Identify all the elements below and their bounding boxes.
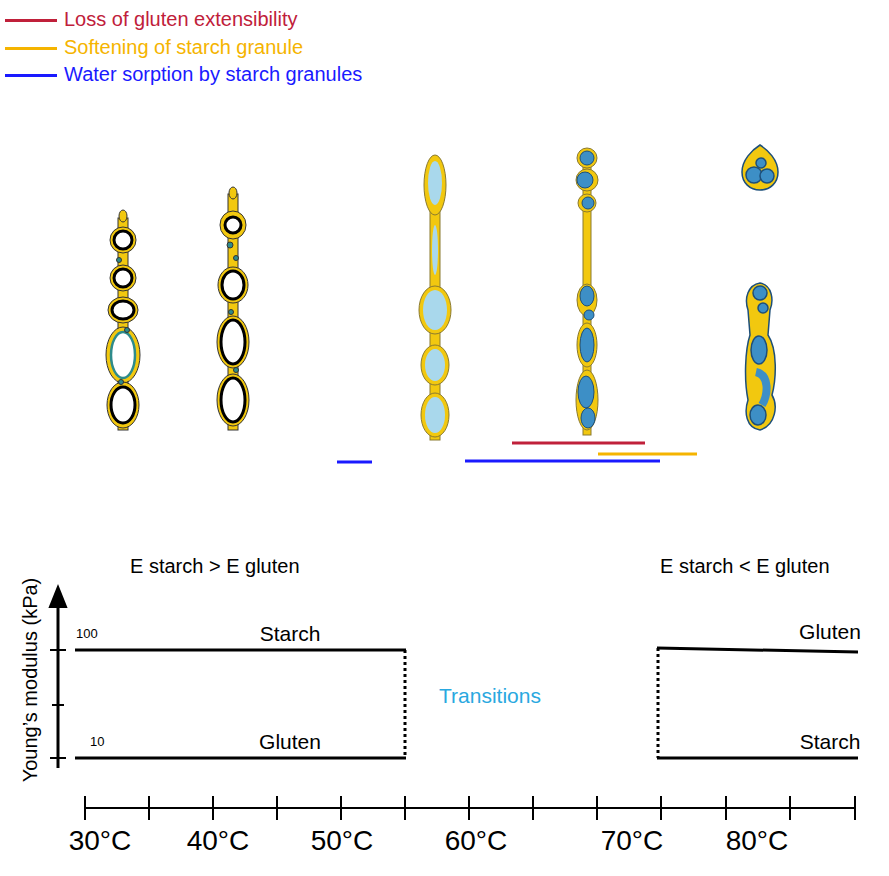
range-bar xyxy=(337,443,697,462)
series-label: Gluten xyxy=(799,620,861,643)
modulus-line xyxy=(75,648,858,758)
legend-text: Loss of gluten extensibility xyxy=(64,8,297,30)
temperature-tick: 40°C xyxy=(187,826,250,857)
legend-swatch xyxy=(5,47,57,50)
legend-text: Softening of starch granule xyxy=(64,36,303,58)
dough-strand xyxy=(576,148,598,435)
modulus-relation: E starch < E gluten xyxy=(660,555,830,577)
series-label: Starch xyxy=(260,622,321,645)
tick-value: 10 xyxy=(90,735,104,749)
temperature-tick: 60°C xyxy=(445,826,508,857)
dough-strand xyxy=(217,187,249,430)
axis-title: Young’s modulus (kPa) xyxy=(19,578,41,783)
temperature-tick: 70°C xyxy=(601,826,664,857)
transition-label: Transitions xyxy=(439,684,541,707)
chart-axes xyxy=(50,596,855,820)
temperature-tick: 50°C xyxy=(311,826,374,857)
legend-swatch xyxy=(5,19,57,22)
series-label: Gluten xyxy=(259,730,321,753)
modulus-relation: E starch > E gluten xyxy=(130,555,300,577)
series-label: Starch xyxy=(800,730,861,753)
tick-value: 100 xyxy=(76,627,98,641)
legend-swatch xyxy=(5,74,57,77)
temperature-tick: 80°C xyxy=(726,826,789,857)
temperature-tick: 30°C xyxy=(69,826,132,857)
dough-strand xyxy=(419,155,451,440)
legend-text: Water sorption by starch granules xyxy=(64,63,362,85)
dough-strand xyxy=(742,145,778,430)
dough-strand xyxy=(106,210,140,430)
